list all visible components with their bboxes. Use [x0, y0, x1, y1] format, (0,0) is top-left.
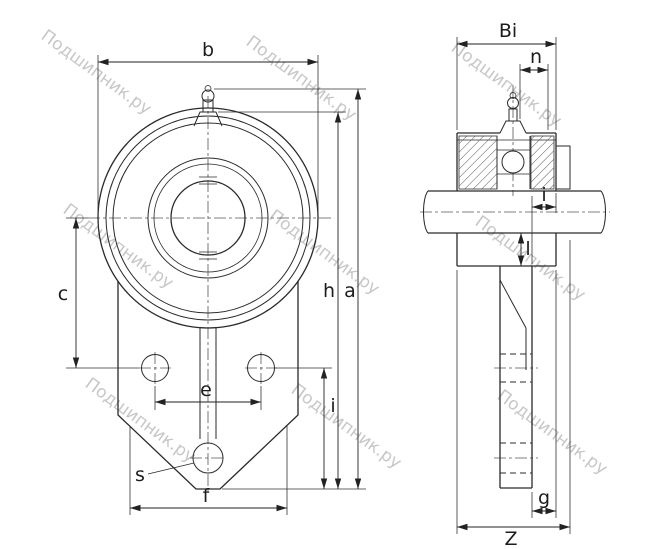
center-rib: [199, 327, 217, 439]
dim-label-i-front: i: [330, 395, 335, 417]
dim-i-front: i: [275, 367, 336, 489]
dim-label-a: a: [344, 280, 356, 302]
dim-g: g: [531, 270, 557, 518]
grease-ball: [201, 89, 215, 103]
setscrew-lines: [199, 176, 217, 260]
side-view: Bi n i l g: [420, 20, 610, 549]
bearing-section: [457, 135, 571, 190]
ball-circle: [501, 150, 525, 174]
grease-fitting-front: [193, 85, 223, 127]
dim-label-Z: Z: [504, 528, 517, 549]
dim-Bi: Bi: [456, 20, 557, 130]
dim-l: l: [517, 233, 531, 266]
dim-f: f: [129, 426, 288, 515]
dim-label-b: b: [202, 39, 214, 61]
centerlines-side: [420, 85, 610, 459]
flange-outline: [117, 281, 299, 490]
dim-label-l: l: [525, 238, 530, 260]
dim-c: c: [58, 217, 139, 369]
watermark-text: Подшипник.ру: [447, 38, 565, 131]
base-hole: [192, 442, 224, 474]
dim-label-h: h: [323, 280, 335, 302]
grease-ball-side: [507, 97, 519, 109]
hidden-holes: [500, 353, 532, 474]
dim-a: a: [214, 88, 366, 489]
bearing-housing-circles: [97, 107, 319, 329]
dim-i-side: i: [531, 184, 557, 264]
dim-label-f: f: [203, 485, 211, 507]
hatch-left: [458, 135, 498, 190]
bolt-hole-left: [141, 354, 169, 382]
leader-s: s: [135, 462, 195, 486]
dim-label-i-side: i: [541, 184, 546, 206]
bore-circle: [170, 180, 246, 256]
dim-e: e: [154, 379, 262, 410]
grease-fitting-side: [499, 92, 527, 134]
bolt-hole-right: [247, 354, 275, 382]
dim-h: h: [218, 111, 366, 490]
watermark-text: Подшипник.ру: [81, 374, 199, 467]
grease-stem: [202, 99, 214, 113]
bearing-seat-circle: [112, 122, 304, 314]
inner-ring-inner-circle: [153, 163, 263, 273]
collar: [556, 145, 571, 190]
grease-cap: [204, 85, 212, 92]
watermark-text: Подшипник.ру: [493, 386, 611, 479]
watermark-text: Подшипник.ру: [242, 32, 360, 125]
dim-label-c: c: [58, 283, 68, 305]
hub-outline: [456, 132, 557, 267]
dim-b: b: [97, 39, 319, 212]
flange-plate-side: [499, 266, 533, 489]
dim-label-Bi: Bi: [499, 20, 517, 42]
dim-label-g: g: [538, 487, 550, 509]
watermark-text: Подшипник.ру: [59, 200, 177, 293]
dim-label-s: s: [135, 464, 145, 486]
dim-Z: Z: [456, 240, 571, 549]
watermark-text: Подшипник.ру: [287, 380, 405, 473]
watermark-text: Подшипник.ру: [37, 26, 155, 119]
housing-inner-circle: [105, 115, 311, 321]
housing-outer-circle: [97, 107, 319, 329]
hatch-right: [530, 135, 555, 190]
dim-n: n: [519, 46, 549, 130]
dim-label-n: n: [530, 46, 542, 68]
front-view: b c e f h: [58, 39, 366, 515]
grease-cap-side: [509, 92, 517, 99]
dim-label-e: e: [200, 379, 212, 401]
inner-ring-outer-circle: [147, 157, 269, 279]
centerlines-front: [88, 96, 332, 492]
